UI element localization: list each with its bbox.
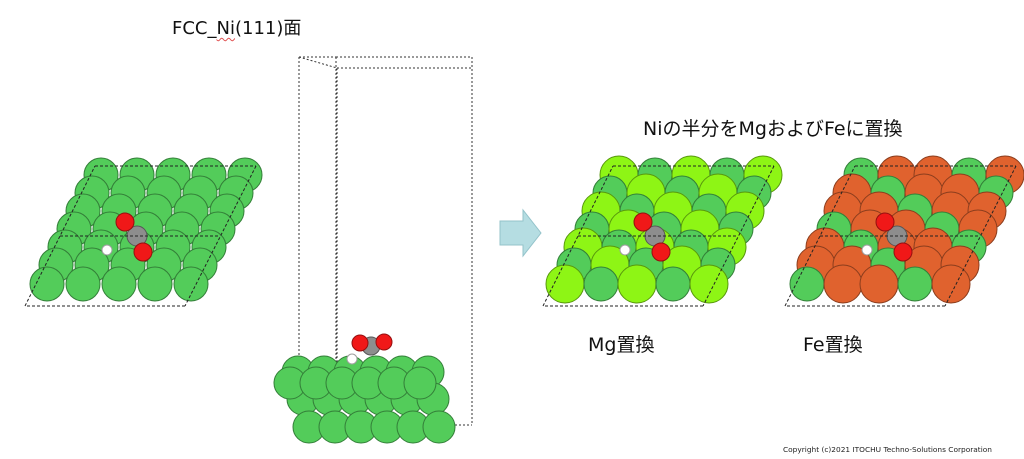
arrow-shape: [499, 208, 542, 258]
cell-edge: [184, 165, 257, 307]
ni-slab-top-view: [24, 157, 263, 307]
slab-atom: [545, 264, 585, 304]
slab-atom: [617, 264, 657, 304]
slab-atom: [583, 266, 619, 302]
oxygen-atom: [875, 212, 895, 232]
hydrogen-atom: [619, 244, 631, 256]
page-title: FCC_Ni(111)面: [172, 18, 302, 39]
slab-atom: [655, 266, 691, 302]
right-arrow-icon: [499, 208, 542, 258]
slab-atom: [173, 266, 209, 302]
oxygen-atom: [375, 333, 393, 351]
side-slab-atom: [403, 366, 437, 400]
mg-substitution-label: Mg置換: [588, 334, 655, 356]
side-slab-atom: [422, 410, 456, 444]
cell-edge: [702, 165, 775, 307]
oxygen-atom: [351, 334, 369, 352]
substitution-title: Niの半分をMgおよびFeに置換: [643, 118, 903, 140]
slab-atom: [859, 264, 899, 304]
slab-atom: [65, 266, 101, 302]
oxygen-atom: [133, 242, 153, 262]
cell-edge: [298, 56, 338, 69]
fe-substitution-label: Fe置換: [803, 334, 863, 356]
oxygen-atom: [633, 212, 653, 232]
slab-atom: [789, 266, 825, 302]
slab-atom: [101, 266, 137, 302]
oxygen-atom: [893, 242, 913, 262]
slab-atom: [931, 264, 971, 304]
cell-edge: [784, 165, 856, 307]
fe-substituted-slab: [784, 155, 1024, 307]
slab-atom: [897, 266, 933, 302]
hydrogen-atom: [861, 244, 873, 256]
slab-atom: [137, 266, 173, 302]
mg-substituted-slab: [542, 155, 783, 307]
oxygen-atom: [115, 212, 135, 232]
slab-atom: [689, 264, 729, 304]
cell-edge: [542, 165, 614, 307]
hydrogen-atom: [101, 244, 113, 256]
slab-atom: [29, 266, 65, 302]
oxygen-atom: [651, 242, 671, 262]
cell-edge: [24, 165, 96, 307]
ni-slab-side-view: [273, 333, 456, 444]
hydrogen-atom: [346, 353, 358, 365]
cell-edge: [944, 165, 1017, 307]
copyright-notice: Copyright (c)2021 ITOCHU Techno-Solution…: [783, 445, 992, 454]
slab-atom: [823, 264, 863, 304]
